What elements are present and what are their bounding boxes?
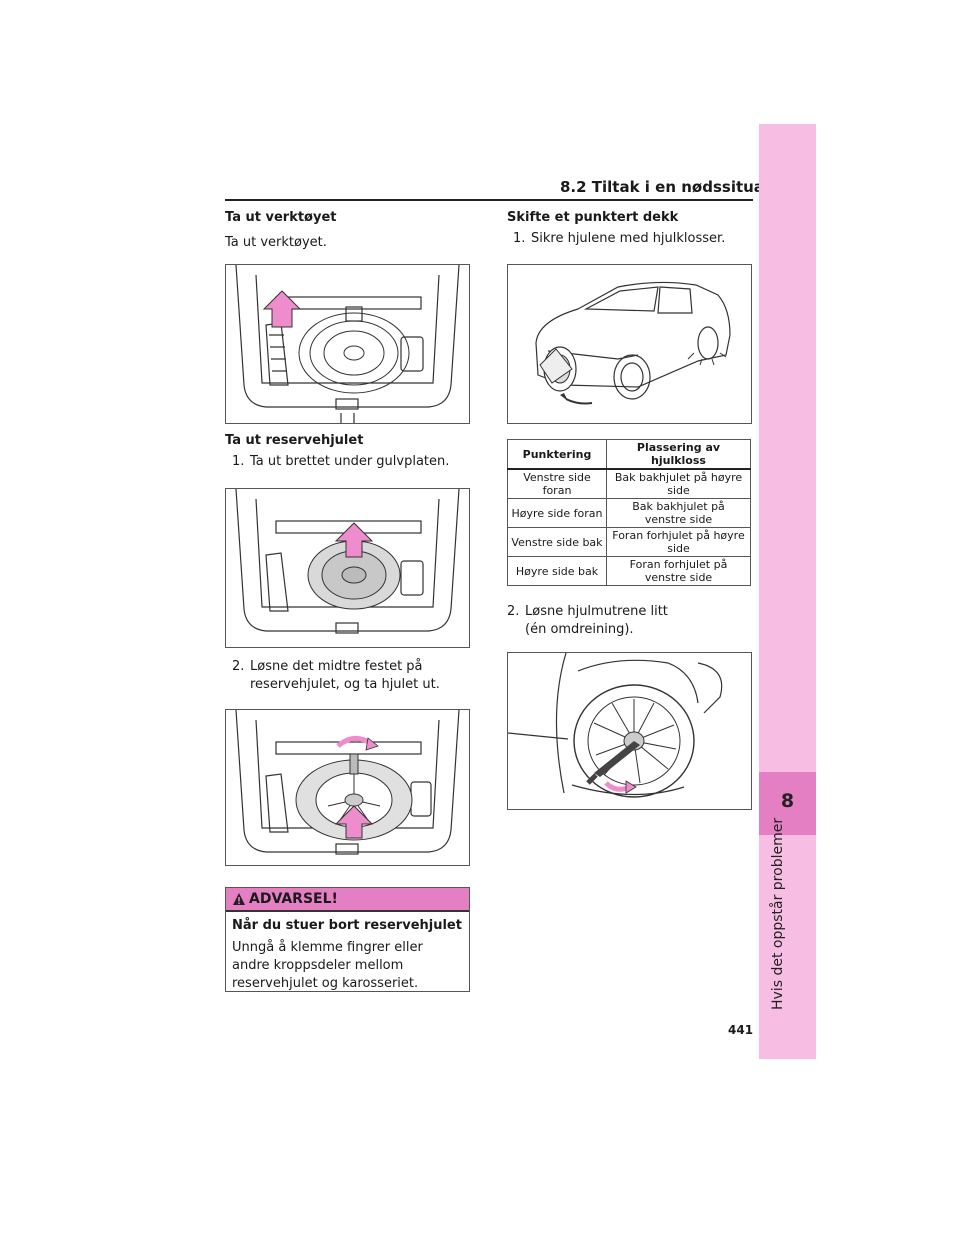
page-number: 441 [728, 1023, 754, 1037]
change-step-1-number: 1. [513, 231, 526, 246]
table-header-puncture: Punktering [507, 439, 607, 470]
chapter-number-box [759, 772, 816, 835]
change-step-2-number: 2. [507, 604, 520, 619]
section-title: 8.2 Tiltak i en nødssituasjon [560, 178, 799, 196]
header-rule [225, 199, 753, 201]
table-header-chock-location: Plassering av hjulkloss [606, 439, 751, 470]
spare-step-1-number: 1. [232, 454, 245, 469]
trunk-tools-illustration [225, 264, 470, 424]
table-row: Venstre side foran Bak bakhjulet på høyr… [507, 468, 751, 499]
loosen-wheel-nuts-illustration [507, 652, 752, 810]
spare-step-2-text: Løsne det midtre festet på reservehjulet… [250, 659, 440, 692]
tools-heading: Ta ut verktøyet [225, 210, 337, 225]
warning-header: ADVARSEL! [226, 888, 469, 912]
trunk-board-illustration [225, 488, 470, 648]
table-cell: Venstre side foran [507, 468, 607, 499]
table-row: Høyre side foran Bak bakhjulet på venstr… [507, 498, 751, 528]
warning-label: ADVARSEL! [249, 891, 338, 907]
warning-box: ADVARSEL! Når du stuer bort reservehjule… [225, 887, 470, 992]
table-cell: Høyre side foran [507, 498, 607, 528]
table-cell: Bak bakhjulet på venstre side [606, 498, 751, 528]
chapter-number: 8 [780, 790, 795, 812]
warning-text: Unngå å klemme fingrer eller andre kropp… [232, 940, 423, 991]
spare-heading: Ta ut reservehjulet [225, 433, 364, 448]
warning-icon [233, 893, 245, 905]
chapter-side-tab [759, 124, 816, 1059]
spare-step-2-number: 2. [232, 659, 245, 674]
wheel-chock-table: Punktering Plassering av hjulkloss Venst… [507, 439, 751, 586]
warning-title: Når du stuer bort reservehjulet [232, 918, 462, 933]
table-cell: Foran forhjulet på høyre side [606, 527, 751, 557]
change-step-1: 1. Sikre hjulene med hjulklosser. [513, 230, 751, 248]
change-step-2-text: Løsne hjulmutrene litt (én omdreining). [525, 604, 668, 637]
spare-step-1-text: Ta ut brettet under gulvplaten. [250, 454, 450, 469]
chapter-title: Hvis det oppstår problemer [770, 817, 786, 1010]
table-cell: Foran forhjulet på venstre side [606, 556, 751, 586]
car-wheel-chock-illustration [507, 264, 752, 424]
spare-wheel-removal-illustration [225, 709, 470, 866]
table-row: Høyre side bak Foran forhjulet på venstr… [507, 556, 751, 586]
table-cell: Bak bakhjulet på høyre side [606, 468, 751, 499]
tools-text: Ta ut verktøyet. [225, 235, 327, 250]
spare-step-2: 2. Løsne det midtre festet på reservehju… [232, 658, 468, 694]
change-step-2: 2. Løsne hjulmutrene litt (én omdreining… [507, 603, 687, 639]
change-tire-heading: Skifte et punktert dekk [507, 210, 679, 225]
table-cell: Venstre side bak [507, 527, 607, 557]
change-step-1-text: Sikre hjulene med hjulklosser. [531, 231, 726, 246]
spare-step-1: 1. Ta ut brettet under gulvplaten. [232, 453, 468, 471]
table-row: Venstre side bak Foran forhjulet på høyr… [507, 527, 751, 557]
table-cell: Høyre side bak [507, 556, 607, 586]
